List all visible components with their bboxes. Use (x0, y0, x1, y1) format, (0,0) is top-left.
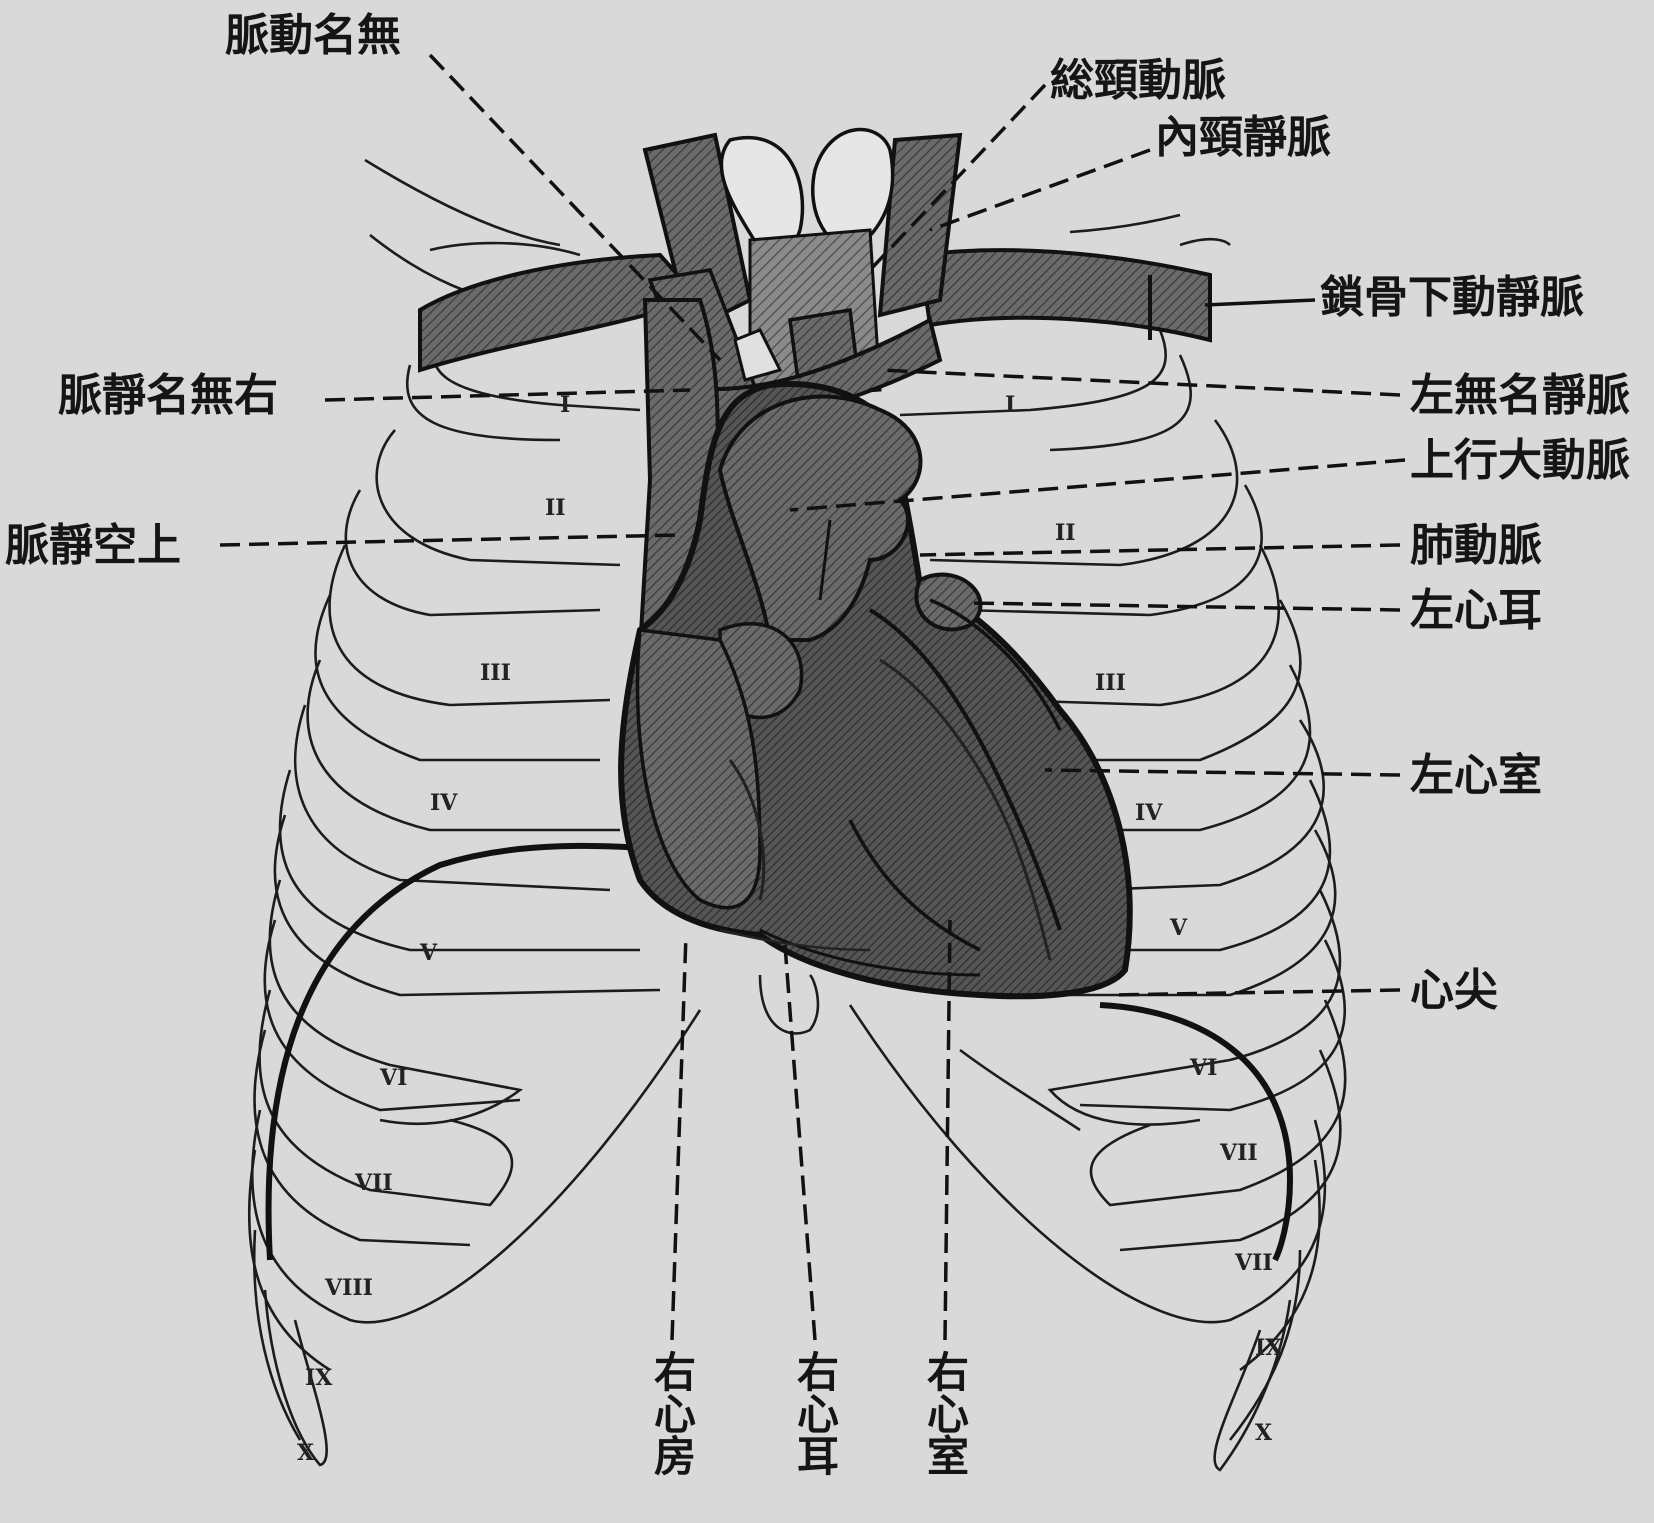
leader-right-auricle (785, 945, 815, 1340)
rib-numerals-image-left: I II III IV V VI VII VIII IX X (297, 392, 570, 1466)
leader-right-atrium (672, 935, 686, 1340)
label-apex: 心尖 (1410, 965, 1498, 1016)
rib-numeral-l7: VII (1219, 1140, 1258, 1166)
rib-numeral-l9: IX (1255, 1335, 1283, 1361)
diaphragm-curve-right (269, 846, 680, 1260)
rib-numeral-r2: II (545, 495, 566, 521)
rib-numeral-r5: V (419, 940, 438, 966)
rib-numeral-l8: VII (1234, 1250, 1273, 1276)
label-right-ventricle: 右心室 (921, 1350, 970, 1476)
label-internal-jugular: 內頸靜脈 (1155, 112, 1331, 163)
rib-numeral-l3: III (1095, 670, 1126, 696)
rib-numeral-l5: V (1169, 915, 1188, 941)
leader-subclavian (1205, 300, 1315, 305)
rib-numeral-l1: I (1005, 392, 1015, 418)
label-subclavian: 鎖骨下動靜脈 (1320, 272, 1584, 323)
label-ascending-aorta: 上行大動脈 (1410, 435, 1630, 486)
rib-numeral-r9: IX (305, 1365, 333, 1391)
rib-numeral-r7: VII (354, 1170, 393, 1196)
rib-numeral-l10: X (1255, 1420, 1273, 1446)
leader-left-innominate-vein (880, 370, 1400, 395)
left-subclavian-vessels (920, 250, 1210, 340)
label-left-innominate-vein: 左無名靜脈 (1410, 370, 1630, 421)
label-superior-vena-cava: 脈靜空上 (5, 520, 181, 571)
rib-numeral-r8: VIII (324, 1275, 373, 1301)
label-right-innominate-vein: 脈靜名無右 (58, 370, 278, 421)
leader-pulmonary-artery (920, 545, 1400, 555)
label-left-ventricle: 左心室 (1410, 750, 1542, 801)
rib-numeral-r1: I (560, 392, 570, 418)
rib-numeral-l4: IV (1135, 800, 1163, 826)
label-innominate-artery: 脈動名無 (225, 10, 401, 61)
label-right-auricle: 右心耳 (791, 1350, 840, 1476)
label-left-auricle: 左心耳 (1410, 585, 1542, 636)
rib-numeral-r4: IV (430, 790, 458, 816)
label-pulmonary-artery: 肺動脈 (1410, 520, 1542, 571)
rib-numeral-l6: VI (1189, 1055, 1217, 1081)
leader-apex (1110, 990, 1400, 995)
leader-superior-vena-cava (220, 535, 680, 545)
rib-numeral-r10: X (297, 1440, 315, 1466)
rib-numeral-r3: III (480, 660, 511, 686)
label-common-carotid: 総頸動脈 (1050, 55, 1226, 106)
label-right-atrium: 右心房 (648, 1350, 697, 1476)
rib-numeral-r6: VI (379, 1065, 407, 1091)
leader-internal-jugular (930, 150, 1150, 230)
rib-numeral-l2: II (1055, 520, 1076, 546)
